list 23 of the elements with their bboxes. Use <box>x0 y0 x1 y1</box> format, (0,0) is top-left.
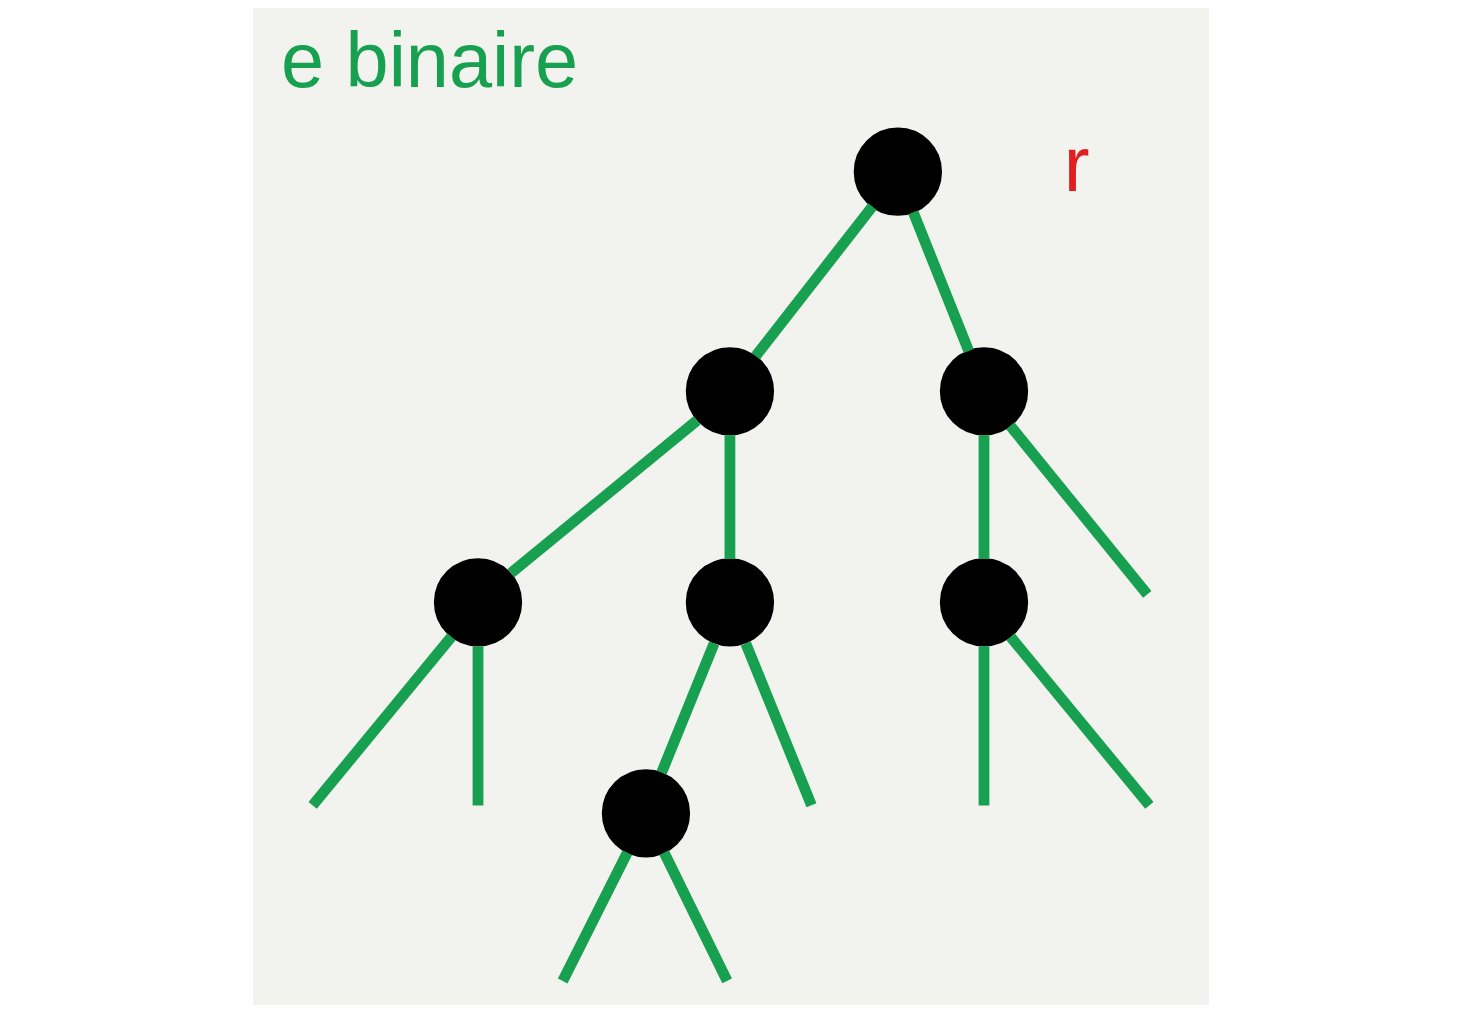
connector <box>978 646 989 806</box>
connector <box>308 633 456 809</box>
connector <box>658 850 732 984</box>
node-circle <box>685 347 774 436</box>
node-circle <box>939 558 1028 647</box>
connector <box>740 641 816 808</box>
connector <box>656 641 719 775</box>
connector <box>907 210 974 353</box>
connector <box>1005 633 1153 809</box>
label: r <box>1063 120 1089 207</box>
node-circle <box>433 558 522 647</box>
diagram-title: e binaire <box>280 17 578 104</box>
connector <box>472 646 483 806</box>
connector <box>507 416 700 578</box>
connector <box>978 435 989 560</box>
node-circle <box>601 769 690 858</box>
connector <box>724 435 735 560</box>
node-circle <box>939 347 1028 436</box>
node-circle <box>685 558 774 647</box>
connector <box>1005 422 1151 598</box>
connector <box>750 203 877 360</box>
node-circle <box>853 127 942 216</box>
connector <box>557 850 632 984</box>
